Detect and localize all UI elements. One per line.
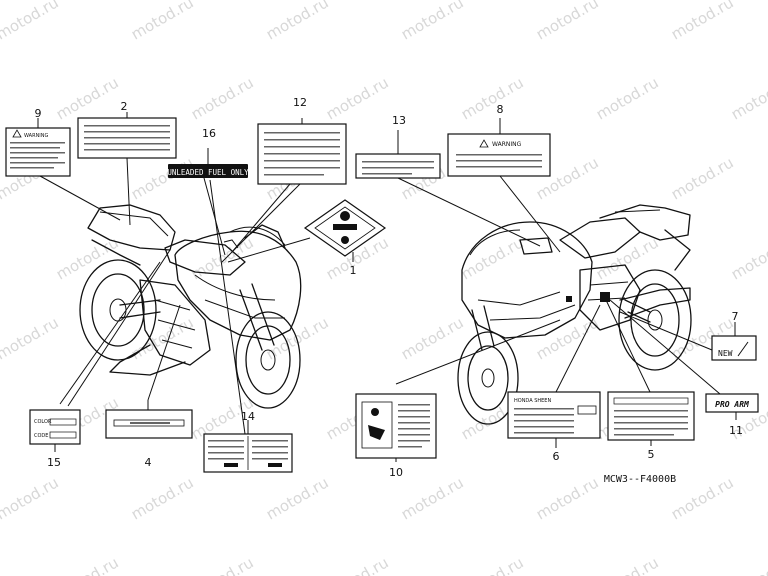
watermark-text: motod.ru [458, 233, 527, 283]
watermark-text: motod.ru [188, 553, 257, 576]
svg-text:PRO ARM: PRO ARM [715, 400, 750, 409]
callout-15: 15 [47, 456, 61, 469]
watermark-text: motod.ru [533, 473, 602, 523]
watermark-text: motod.ru [668, 473, 737, 523]
watermark-text: motod.ru [533, 0, 602, 43]
callout-4: 4 [145, 456, 152, 469]
label-14 [203, 433, 293, 473]
svg-text:UNLEADED FUEL ONLY: UNLEADED FUEL ONLY [167, 168, 249, 177]
callout-1: 1 [350, 264, 357, 277]
watermark-text: motod.ru [398, 473, 467, 523]
callout-14: 14 [241, 410, 255, 423]
label-1-diamond [303, 199, 387, 257]
callout-9: 9 [35, 107, 42, 120]
watermark-text: motod.ru [593, 553, 662, 576]
watermark-text: motod.ru [188, 233, 257, 283]
callout-10: 10 [389, 466, 403, 479]
watermark-text: motod.ru [53, 73, 122, 123]
watermark-text: motod.ru [0, 0, 62, 43]
watermark-text: motod.ru [128, 153, 197, 203]
callout-7: 7 [732, 310, 739, 323]
callout-11: 11 [729, 424, 743, 437]
watermark-text: motod.ru [398, 0, 467, 43]
motorcycle-left [79, 204, 302, 409]
label-13 [355, 153, 441, 179]
watermark-text: motod.ru [263, 0, 332, 43]
watermark-text: motod.ru [188, 73, 257, 123]
watermark-text: motod.ru [263, 473, 332, 523]
svg-text:COLOR: COLOR [34, 419, 52, 425]
callout-12: 12 [293, 96, 307, 109]
figure-code: MCW3--F4000B [604, 474, 676, 485]
svg-text:CODE: CODE [34, 433, 48, 439]
callout-6: 6 [553, 450, 560, 463]
label-15: COLOR CODE [29, 409, 81, 445]
watermark-text: motod.ru [728, 233, 768, 283]
watermark-text: motod.ru [128, 473, 197, 523]
watermark-text: motod.ru [728, 73, 768, 123]
label-10 [355, 393, 437, 459]
watermark-text: motod.ru [323, 553, 392, 576]
watermark-text: motod.ru [53, 553, 122, 576]
label-8-warning: WARNING [447, 133, 551, 177]
watermark-text: motod.ru [458, 553, 527, 576]
watermark-text: motod.ru [668, 0, 737, 43]
watermark-text: motod.ru [593, 233, 662, 283]
label-11-pro-arm: PRO ARM [705, 393, 759, 413]
callout-13: 13 [392, 114, 406, 127]
watermark-text: motod.ru [128, 0, 197, 43]
watermark-text: motod.ru [458, 73, 527, 123]
label-6: HONDA SHEEN [507, 391, 601, 439]
svg-text:WARNING: WARNING [492, 141, 522, 148]
watermark-text: motod.ru [728, 553, 768, 576]
callout-8: 8 [497, 103, 504, 116]
callout-16: 16 [202, 127, 216, 140]
label-9-warning: WARNING [5, 127, 71, 177]
svg-text:WARNING: WARNING [24, 133, 49, 139]
watermark-text: motod.ru [593, 73, 662, 123]
svg-text:HONDA SHEEN: HONDA SHEEN [514, 398, 551, 404]
callout-5: 5 [648, 448, 655, 461]
label-12 [257, 123, 347, 185]
label-7-new: NEW [711, 335, 757, 361]
watermark-text: motod.ru [323, 73, 392, 123]
motorcycle-right [457, 204, 692, 425]
callout-2: 2 [121, 100, 128, 113]
label-16-unleaded: UNLEADED FUEL ONLY [167, 164, 249, 178]
label-5 [607, 391, 695, 441]
label-4 [105, 409, 193, 439]
callout-numbers: 9 2 16 12 13 8 1 7 11 5 6 10 14 4 15 [35, 96, 744, 479]
watermark-text: motod.ru [668, 153, 737, 203]
watermark-text: motod.ru [398, 313, 467, 363]
leader-lines [37, 112, 737, 462]
watermark-text: motod.ru [0, 473, 62, 523]
watermark-text: motod.ru [0, 313, 62, 363]
label-2 [77, 117, 177, 159]
svg-text:NEW: NEW [718, 349, 733, 358]
